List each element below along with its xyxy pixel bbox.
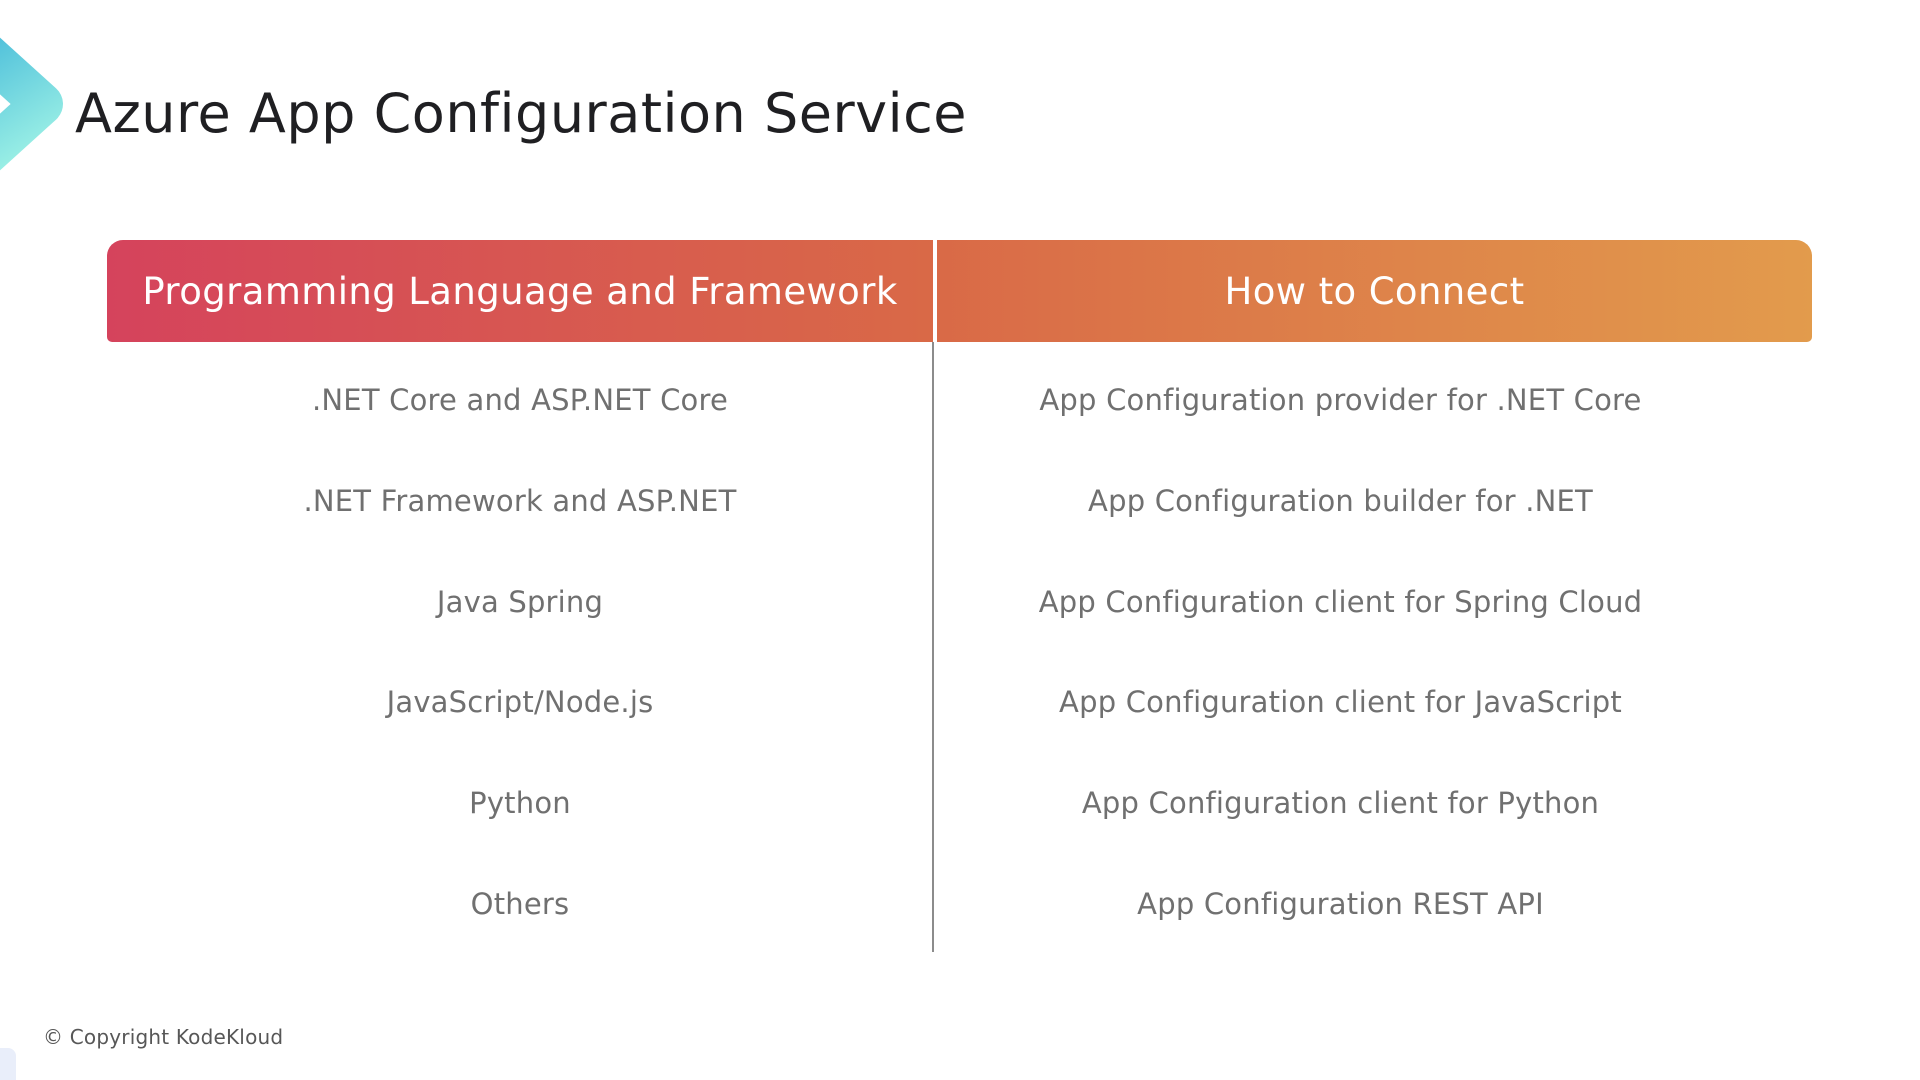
language-cell: .NET Core and ASP.NET Core: [312, 383, 728, 418]
language-cell: .NET Framework and ASP.NET: [303, 484, 737, 518]
language-cell: Others: [470, 886, 570, 921]
header-divider: [933, 240, 937, 342]
copyright-text: © Copyright KodeKloud: [43, 1025, 284, 1049]
table-row: Python App Configuration client for Pyth…: [107, 753, 1812, 854]
connect-cell: App Configuration client for Spring Clou…: [1038, 584, 1643, 619]
language-cell: Java Spring: [436, 584, 604, 619]
column-header-connect: How to Connect: [1224, 269, 1525, 313]
table-row: JavaScript/Node.js App Configuration cli…: [107, 652, 1812, 753]
kodekloud-logo: [0, 0, 80, 210]
table-row: Java Spring App Configuration client for…: [107, 551, 1812, 652]
connect-cell: App Configuration client for Python: [1081, 786, 1600, 821]
connect-cell: App Configuration client for JavaScript: [1059, 685, 1622, 720]
table-row: Others App Configuration REST API: [107, 853, 1812, 954]
table-header: Programming Language and Framework How t…: [107, 240, 1812, 342]
page-title: Azure App Configuration Service: [75, 82, 968, 145]
chevron-icon: [0, 37, 63, 171]
connect-cell: App Configuration REST API: [1137, 886, 1544, 921]
language-cell: JavaScript/Node.js: [386, 685, 654, 720]
table-row: .NET Core and ASP.NET Core App Configura…: [107, 350, 1812, 451]
corner-accent-shape: [0, 1048, 16, 1080]
table-row: .NET Framework and ASP.NET App Configura…: [107, 451, 1812, 552]
table-body: .NET Core and ASP.NET Core App Configura…: [107, 350, 1812, 954]
connect-cell: App Configuration provider for .NET Core: [1039, 383, 1642, 418]
column-divider-line: [932, 342, 934, 952]
column-header-language: Programming Language and Framework: [142, 269, 898, 313]
language-cell: Python: [469, 786, 571, 821]
connect-cell: App Configuration builder for .NET: [1088, 484, 1593, 518]
